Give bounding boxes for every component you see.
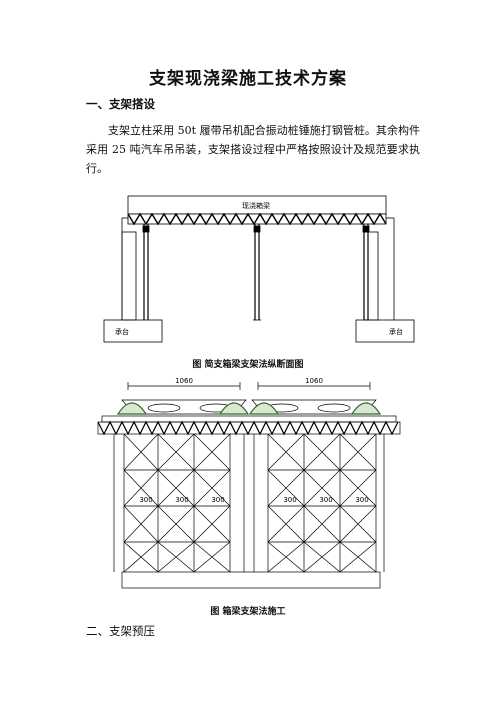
figure-longitudinal-section: 现浇箱梁 承台 承台 [103, 195, 415, 343]
pier-left [121, 231, 137, 321]
spacing-left-1: 300 [139, 496, 152, 504]
spacing-left-3: 300 [211, 496, 224, 504]
truss-web [127, 212, 387, 226]
spacing-left-2: 300 [175, 496, 188, 504]
section-heading-1: 一、支架搭设 [86, 97, 155, 111]
base-label-left: 承台 [115, 327, 129, 336]
spacing-right-2: 300 [319, 496, 332, 504]
beam-label: 现浇箱梁 [242, 201, 270, 210]
figure-cross-section: 1060 1060 300 300 300 300 300 300 [97, 377, 401, 589]
foundation [121, 571, 381, 589]
dimension-left: 1060 [175, 377, 193, 385]
pile-cap-right [355, 319, 415, 343]
spacing-right-1: 300 [283, 496, 296, 504]
spacing-right-3: 300 [355, 496, 368, 504]
figure-1-caption: 图 简支箱梁支架法纵断面图 [192, 360, 304, 370]
section-heading-2: 二、支架预压 [86, 624, 155, 638]
base-label-right: 承台 [389, 327, 403, 336]
scaffold-right [267, 433, 377, 573]
dimension-right: 1060 [305, 377, 323, 385]
section-paragraph-1: 支架立柱采用 50t 履带吊机配合振动桩锤施打钢管桩。其余构件采用 25 吨汽车… [86, 124, 420, 175]
figure-2-caption: 图 箱梁支架法施工 [210, 607, 286, 617]
truss-deck [97, 421, 401, 435]
pier-right [363, 231, 379, 321]
pile-cap-left [103, 319, 163, 343]
document-title: 支架现浇梁施工技术方案 [149, 69, 347, 89]
scaffold-left [123, 433, 231, 573]
